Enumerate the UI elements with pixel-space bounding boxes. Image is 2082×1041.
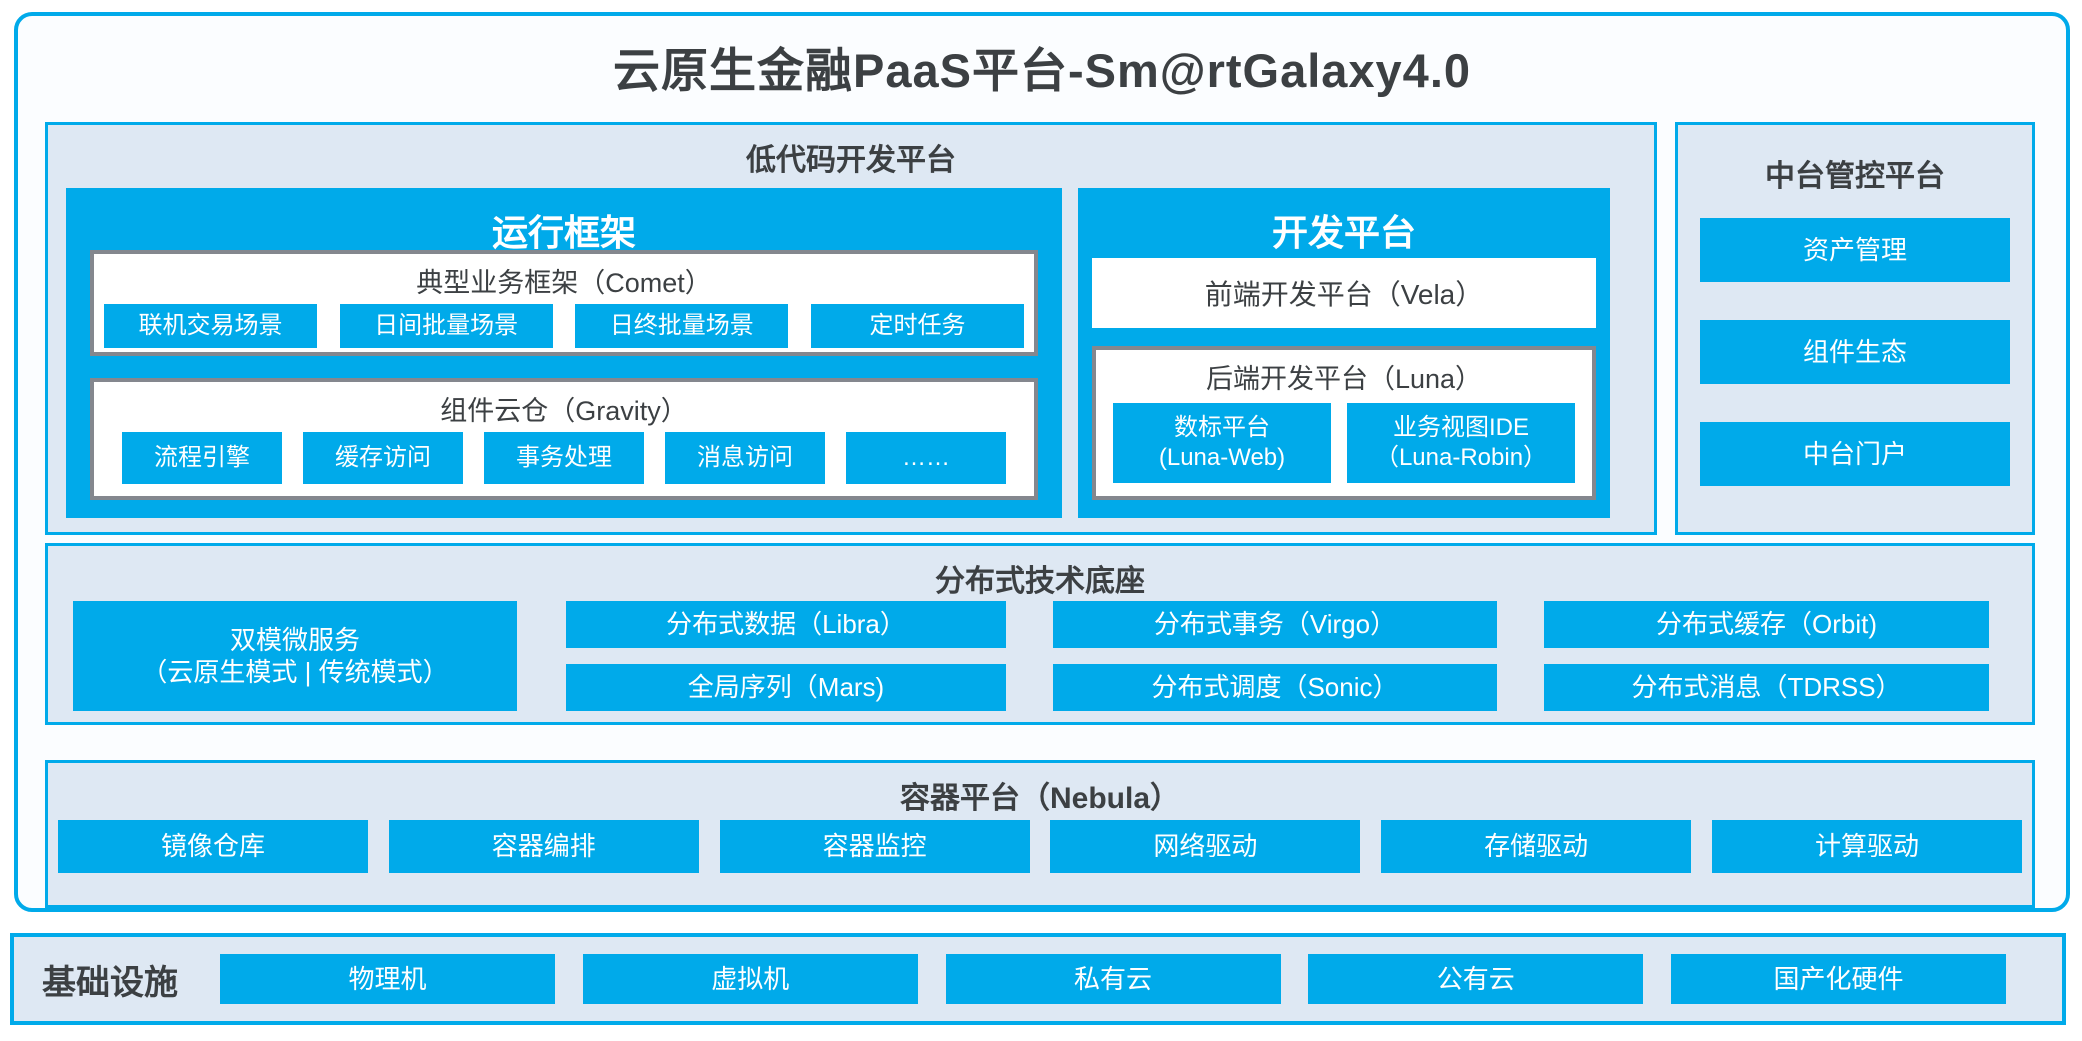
vela-frontend-box: 前端开发平台（Vela） bbox=[1092, 258, 1596, 328]
midplatform-panel: 中台管控平台 资产管理 组件生态 中台门户 bbox=[1675, 122, 2035, 535]
gravity-warehouse-title: 组件云仓（Gravity） bbox=[440, 396, 688, 426]
lowcode-platform-panel: 低代码开发平台 运行框架 典型业务框架（Comet） 联机交易场景 日间批量场景… bbox=[45, 122, 1657, 535]
container-item-compute-driver: 计算驱动 bbox=[1711, 820, 2022, 873]
comet-framework-title: 典型业务框架（Comet） bbox=[416, 268, 712, 298]
runtime-framework-title: 运行框架 bbox=[491, 212, 636, 253]
luna-web-item: 数标平台 (Luna-Web) bbox=[1113, 403, 1331, 483]
distributed-item-cache-orbit: 分布式缓存（Orbit) bbox=[1544, 601, 1989, 648]
midplatform-item-portal: 中台门户 bbox=[1700, 422, 2010, 486]
infra-item-private-cloud: 私有云 bbox=[945, 954, 1281, 1004]
gravity-warehouse-box: 组件云仓（Gravity） 流程引擎 缓存访问 事务处理 消息访问 …… bbox=[90, 378, 1038, 500]
distributed-item-message-tdrss: 分布式消息（TDRSS） bbox=[1544, 664, 1989, 711]
dual-mode-line2: （云原生模式 | 传统模式） bbox=[141, 657, 449, 687]
gravity-item-transaction: 事务处理 bbox=[484, 432, 644, 484]
container-items-row: 镜像仓库 容器编排 容器监控 网络驱动 存储驱动 计算驱动 bbox=[58, 820, 2022, 873]
gravity-item-process-engine: 流程引擎 bbox=[122, 432, 282, 484]
dual-mode-line1: 双模微服务 bbox=[229, 624, 360, 655]
infrastructure-label: 基础设施 bbox=[42, 963, 178, 1002]
distributed-item-scheduling-sonic: 分布式调度（Sonic） bbox=[1053, 664, 1497, 711]
distributed-item-sequence-mars: 全局序列（Mars) bbox=[566, 664, 1006, 711]
runtime-framework-block: 运行框架 典型业务框架（Comet） 联机交易场景 日间批量场景 日终批量场景 … bbox=[66, 188, 1062, 518]
lowcode-platform-title: 低代码开发平台 bbox=[746, 144, 956, 177]
comet-items-row: 联机交易场景 日间批量场景 日终批量场景 定时任务 bbox=[104, 304, 1024, 348]
luna-web-code: (Luna-Web) bbox=[1158, 444, 1286, 471]
infrastructure-bar: 基础设施 物理机 虚拟机 私有云 公有云 国产化硬件 bbox=[10, 933, 2066, 1025]
infra-item-physical-machine: 物理机 bbox=[220, 954, 555, 1004]
midplatform-item-asset-management: 资产管理 bbox=[1700, 218, 2010, 282]
container-item-storage-driver: 存储驱动 bbox=[1381, 820, 1692, 873]
infra-item-virtual-machine: 虚拟机 bbox=[582, 954, 918, 1004]
gravity-item-ellipsis: …… bbox=[846, 432, 1006, 484]
comet-item-online-trading: 联机交易场景 bbox=[104, 304, 317, 348]
infrastructure-items-row: 物理机 虚拟机 私有云 公有云 国产化硬件 bbox=[220, 954, 2006, 1004]
comet-item-daytime-batch: 日间批量场景 bbox=[339, 304, 553, 348]
luna-items-row: 数标平台 (Luna-Web) 业务视图IDE （Luna-Robin） bbox=[1113, 403, 1575, 483]
midplatform-title: 中台管控平台 bbox=[1765, 160, 1945, 193]
page-title: 云原生金融PaaS平台-Sm@rtGalaxy4.0 bbox=[612, 44, 1472, 97]
gravity-item-message-access: 消息访问 bbox=[665, 432, 825, 484]
gravity-items-row: 流程引擎 缓存访问 事务处理 消息访问 …… bbox=[122, 432, 1006, 484]
distributed-item-transaction-virgo: 分布式事务（Virgo） bbox=[1053, 601, 1497, 648]
luna-robin-name: 业务视图IDE bbox=[1392, 414, 1529, 441]
distributed-base-panel: 分布式技术底座 双模微服务 （云原生模式 | 传统模式） 分布式数据（Libra… bbox=[45, 543, 2035, 725]
distributed-base-title: 分布式技术底座 bbox=[935, 565, 1145, 598]
luna-robin-code: （Luna-Robin） bbox=[1374, 444, 1548, 471]
container-platform-title: 容器平台（Nebula） bbox=[899, 782, 1181, 815]
container-platform-panel: 容器平台（Nebula） 镜像仓库 容器编排 容器监控 网络驱动 存储驱动 计算… bbox=[45, 760, 2035, 908]
container-item-orchestration: 容器编排 bbox=[388, 820, 699, 873]
midplatform-item-component-ecosystem: 组件生态 bbox=[1700, 320, 2010, 384]
container-item-image-registry: 镜像仓库 bbox=[58, 820, 368, 873]
dev-platform-block: 开发平台 前端开发平台（Vela） 后端开发平台（Luna） 数标平台 (Lun… bbox=[1078, 188, 1610, 518]
comet-framework-box: 典型业务框架（Comet） 联机交易场景 日间批量场景 日终批量场景 定时任务 bbox=[90, 250, 1038, 356]
luna-backend-box: 后端开发平台（Luna） 数标平台 (Luna-Web) 业务视图IDE （Lu… bbox=[1092, 346, 1596, 500]
diagram-container: 云原生金融PaaS平台-Sm@rtGalaxy4.0 低代码开发平台 运行框架 … bbox=[14, 12, 2070, 912]
comet-item-eod-batch: 日终批量场景 bbox=[575, 304, 789, 348]
luna-web-name: 数标平台 bbox=[1174, 414, 1270, 441]
dual-mode-microservice-item: 双模微服务 （云原生模式 | 传统模式） bbox=[73, 601, 517, 711]
luna-backend-title: 后端开发平台（Luna） bbox=[1205, 364, 1483, 394]
luna-robin-item: 业务视图IDE （Luna-Robin） bbox=[1347, 403, 1575, 483]
container-item-network-driver: 网络驱动 bbox=[1050, 820, 1361, 873]
gravity-item-cache-access: 缓存访问 bbox=[303, 432, 463, 484]
infra-item-domestic-hardware: 国产化硬件 bbox=[1671, 954, 2006, 1004]
distributed-item-data-libra: 分布式数据（Libra） bbox=[566, 601, 1006, 648]
infra-item-public-cloud: 公有云 bbox=[1308, 954, 1644, 1004]
container-item-monitoring: 容器监控 bbox=[719, 820, 1030, 873]
dev-platform-title: 开发平台 bbox=[1271, 212, 1416, 253]
comet-item-scheduled-task: 定时任务 bbox=[810, 304, 1024, 348]
